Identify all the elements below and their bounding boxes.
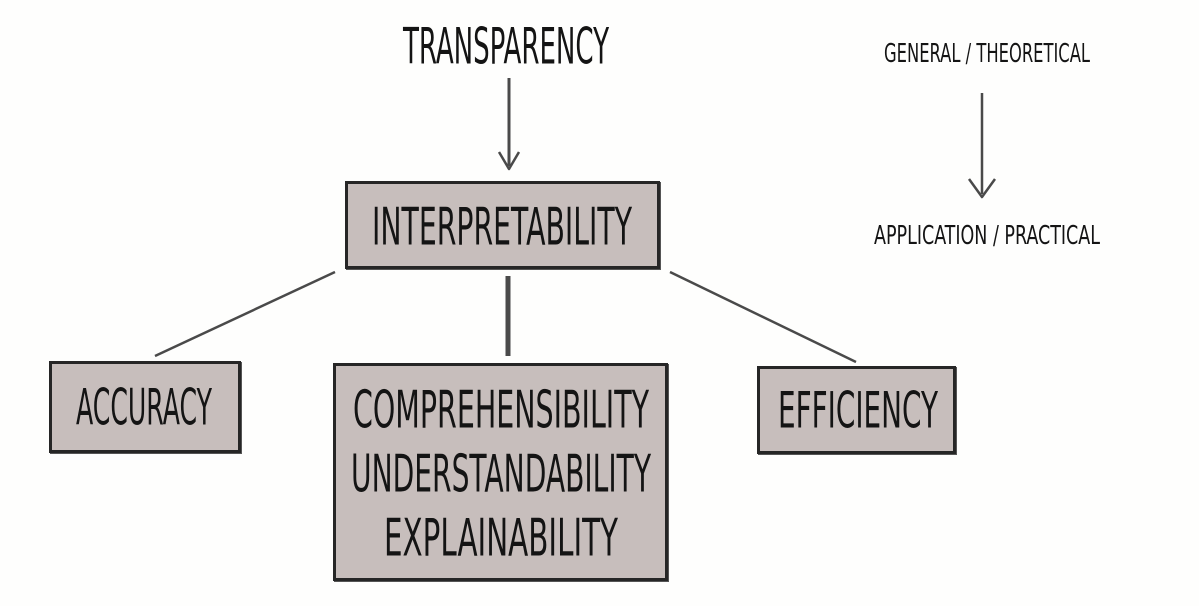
- application-practical-label: application / practical: [874, 221, 1100, 251]
- efficiency-label: Efficiency: [778, 380, 938, 440]
- comprehensibility-box: Comprehensibility Understandability Expl…: [333, 363, 668, 581]
- general-theoretical-label: general / theoretical: [884, 39, 1090, 69]
- connector-interpretability-to-accuracy: [154, 270, 336, 358]
- understandability-label: Understandability: [350, 443, 651, 505]
- interpretability-label: Interpretability: [372, 196, 632, 258]
- accuracy-label: Accuracy: [76, 377, 212, 437]
- connector-interpretability-to-efficiency: [669, 270, 857, 364]
- arrowhead-general-to-application: [967, 178, 997, 199]
- transparency-title: Transparency: [403, 17, 609, 77]
- explainability-label: Explainability: [383, 507, 618, 569]
- efficiency-box: Efficiency: [757, 366, 956, 454]
- middle-concepts-stack: Comprehensibility Understandability Expl…: [336, 366, 665, 578]
- accuracy-box: Accuracy: [49, 361, 241, 453]
- interpretability-box: Interpretability: [345, 181, 660, 269]
- arrowhead-transparency-to-interpretability: [497, 151, 521, 171]
- comprehensibility-label: Comprehensibility: [352, 379, 649, 441]
